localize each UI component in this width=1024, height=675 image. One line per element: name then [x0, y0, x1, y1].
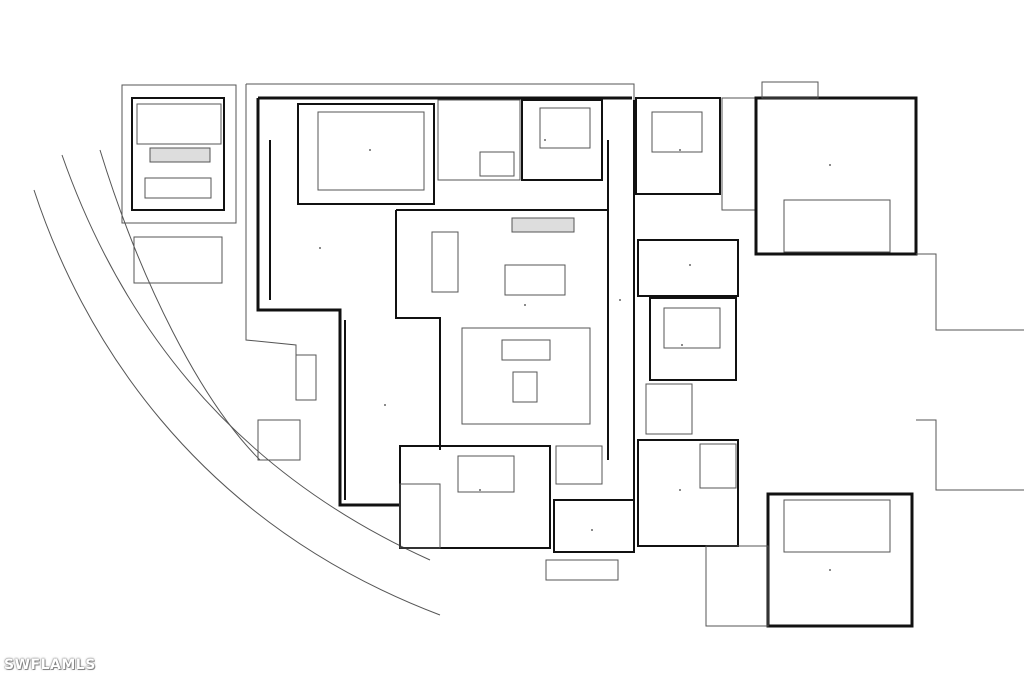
dining-table: [431, 231, 459, 293]
master-bedroom: [521, 99, 603, 181]
office: [553, 499, 635, 553]
hallway: [607, 100, 635, 540]
guest-suite: [399, 445, 551, 549]
master-bath: [437, 99, 521, 181]
living-area: [461, 327, 591, 425]
bed-2: [651, 111, 703, 153]
bedroom-2: [635, 97, 721, 195]
exterior-wall: [256, 96, 632, 507]
mls-watermark: SWFLAMLS: [4, 657, 96, 673]
tub: [479, 151, 515, 177]
garage-bump: [761, 81, 819, 99]
entry-porch: [705, 545, 769, 627]
cabana-table: [144, 177, 212, 199]
guest-bath: [399, 483, 441, 549]
cabana-inner: [131, 97, 225, 211]
bedroom-4: [637, 439, 739, 547]
cabana-room: [136, 103, 222, 145]
kitchen-counter: [511, 217, 575, 233]
planter: [545, 559, 619, 581]
coffee-table: [512, 371, 538, 403]
spa-step: [257, 419, 301, 461]
kitchen-island: [504, 264, 566, 296]
lot-curve-inner: [61, 154, 431, 561]
garage-door-top: [783, 199, 891, 253]
pool-equipment: [133, 236, 223, 284]
sofa: [501, 339, 551, 361]
guest-bed: [457, 455, 515, 493]
bath-4: [699, 443, 737, 489]
powder: [555, 445, 603, 485]
bed-3: [663, 307, 721, 349]
terrace-outline: [245, 83, 635, 355]
bath-3: [637, 239, 739, 297]
garage-door-bottom: [783, 499, 891, 553]
great-room-wall: [395, 209, 609, 450]
cabana-kitchen: [149, 147, 211, 163]
lot-curve-outer: [33, 189, 441, 616]
lot-curve-inner-2: [99, 149, 261, 461]
bedroom-3: [649, 297, 737, 381]
garage-top: [754, 96, 918, 256]
pool: [317, 111, 425, 191]
steps: [295, 354, 317, 401]
pool-deck: [297, 103, 435, 205]
laundry: [645, 383, 693, 435]
bath-2: [721, 97, 757, 211]
driveway-edge: [916, 253, 1024, 491]
master-bed: [539, 107, 591, 149]
lanai-wall: [269, 140, 346, 500]
cabana-outer: [121, 84, 237, 224]
